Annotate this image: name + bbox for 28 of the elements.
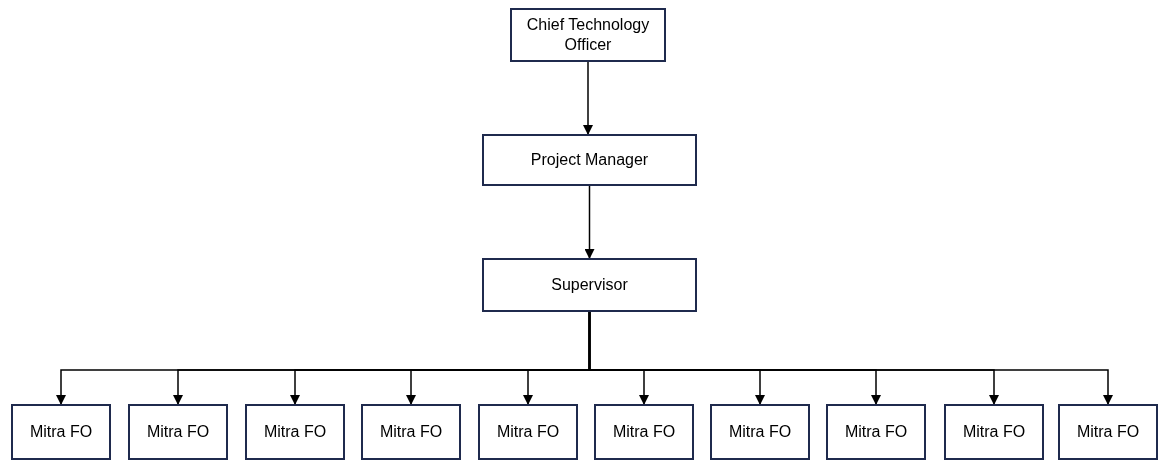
role-title: Project Manager [530, 150, 649, 170]
role-title: Mitra FO [379, 422, 443, 442]
role-box [482, 258, 697, 312]
role-box [482, 134, 697, 186]
role-title: Mitra FO [962, 422, 1026, 442]
role-title: Mitra FO [496, 422, 560, 442]
role-box [361, 404, 461, 460]
role-title: Mitra FO [844, 422, 908, 442]
arrow [583, 61, 593, 135]
role-title: Mitra FO [728, 422, 792, 442]
role-title: Supervisor [551, 275, 628, 295]
role-title: Chief Technology Officer [525, 15, 651, 55]
role-box [128, 404, 228, 460]
role-box [826, 404, 926, 460]
role-title: Mitra FO [263, 422, 327, 442]
role-title: Mitra FO [1076, 422, 1140, 442]
role-title: Mitra FO [29, 422, 93, 442]
role-box [478, 404, 578, 460]
role-box [1058, 404, 1158, 460]
role-box [245, 404, 345, 460]
role-box [944, 404, 1044, 460]
arrow [584, 185, 595, 259]
role-box [710, 404, 810, 460]
role-title: Mitra FO [612, 422, 676, 442]
role-box [510, 8, 666, 62]
role-box [11, 404, 111, 460]
role-title: Mitra FO [146, 422, 210, 442]
role-box [594, 404, 694, 460]
